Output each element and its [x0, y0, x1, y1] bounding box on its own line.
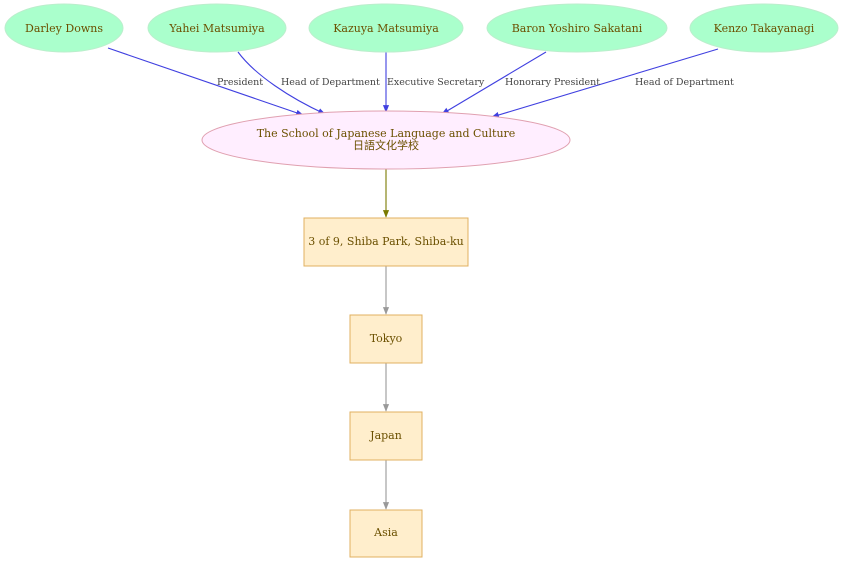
location-node-japan[interactable]: Japan — [349, 411, 423, 461]
person-name: Darley Downs — [25, 22, 103, 35]
person-node-yahei-matsumiya[interactable]: Yahei Matsumiya — [147, 3, 287, 53]
person-node-baron-yoshiro-sakatani[interactable]: Baron Yoshiro Sakatani — [486, 3, 668, 53]
location-node-address[interactable]: 3 of 9, Shiba Park, Shiba-ku — [303, 217, 469, 267]
person-name: Baron Yoshiro Sakatani — [512, 22, 643, 35]
location-node-asia[interactable]: Asia — [349, 509, 423, 558]
location-label: 3 of 9, Shiba Park, Shiba-ku — [308, 235, 464, 248]
role-edges — [107, 47, 719, 118]
role-label-president: President — [217, 77, 263, 88]
location-node-tokyo[interactable]: Tokyo — [349, 314, 423, 364]
role-labels: President Head of Department Executive S… — [217, 77, 734, 88]
organization-node[interactable]: The School of Japanese Language and Cult… — [201, 110, 571, 170]
location-label: Japan — [369, 429, 402, 442]
role-label-head-of-department-1: Head of Department — [281, 77, 380, 88]
organization-name-ja: 日語文化学校 — [353, 138, 419, 152]
person-name: Yahei Matsumiya — [168, 22, 265, 35]
person-name: Kazuya Matsumiya — [333, 22, 439, 35]
edge-president — [107, 47, 304, 116]
location-label: Tokyo — [370, 332, 403, 345]
person-name: Kenzo Takayanagi — [714, 22, 815, 35]
person-node-kazuya-matsumiya[interactable]: Kazuya Matsumiya — [308, 3, 464, 53]
role-label-executive-secretary: Executive Secretary — [387, 77, 485, 88]
role-label-head-of-department-2: Head of Department — [635, 77, 734, 88]
role-label-honorary-president: Honorary President — [505, 77, 600, 88]
location-label: Asia — [373, 526, 398, 539]
edge-honorary-president — [441, 51, 547, 115]
person-node-kenzo-takayanagi[interactable]: Kenzo Takayanagi — [689, 3, 839, 53]
edge-head-of-department-2 — [491, 48, 719, 118]
edge-head-of-department-1 — [237, 51, 326, 115]
organization-name-en: The School of Japanese Language and Cult… — [257, 127, 516, 140]
person-node-darley-downs[interactable]: Darley Downs — [4, 3, 124, 53]
